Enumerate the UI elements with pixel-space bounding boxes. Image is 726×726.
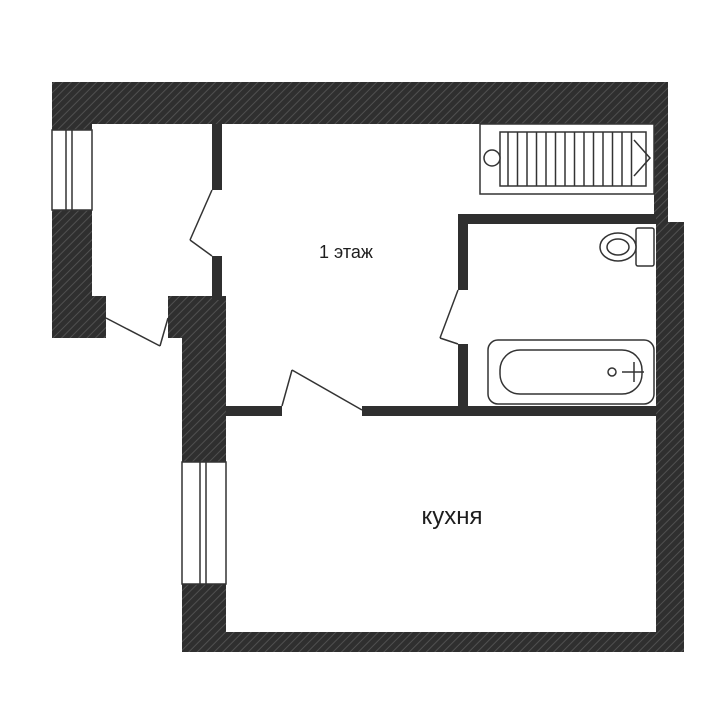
windows	[51, 129, 227, 585]
wall-left-upper	[52, 82, 92, 130]
walls	[52, 82, 684, 652]
wall-right-upper	[654, 82, 668, 222]
partition-hall-kitchen-right	[362, 406, 656, 416]
wall-bottom	[182, 632, 684, 652]
partition-bath-left-upper	[458, 214, 468, 290]
wall-top	[52, 82, 668, 124]
partition-bath-left-lower	[458, 344, 468, 410]
door-vestibule	[189, 189, 213, 241]
stair-start-icon	[483, 149, 501, 167]
bathtub-icon	[487, 339, 655, 405]
wall-right-lower	[656, 222, 684, 650]
doors	[105, 189, 459, 411]
partition-bath-top	[458, 214, 656, 224]
partition-vestibule-lower	[212, 256, 222, 300]
wall-left-lower-a	[182, 300, 226, 462]
window-left-lower	[181, 461, 227, 585]
room-label-hall: 1 этаж	[319, 242, 373, 262]
partition-vestibule	[212, 124, 222, 190]
door-bathroom	[439, 289, 459, 339]
stairs	[479, 123, 655, 195]
stair-arrow-icon	[633, 139, 652, 177]
door-kitchen	[281, 369, 293, 407]
partition-hall-kitchen-left	[226, 406, 282, 416]
wall-left-stub	[52, 296, 106, 338]
partitions	[212, 124, 656, 416]
room-label-kitchen: кухня	[421, 503, 482, 530]
toilet-icon	[599, 227, 655, 267]
door-entrance	[105, 317, 161, 347]
